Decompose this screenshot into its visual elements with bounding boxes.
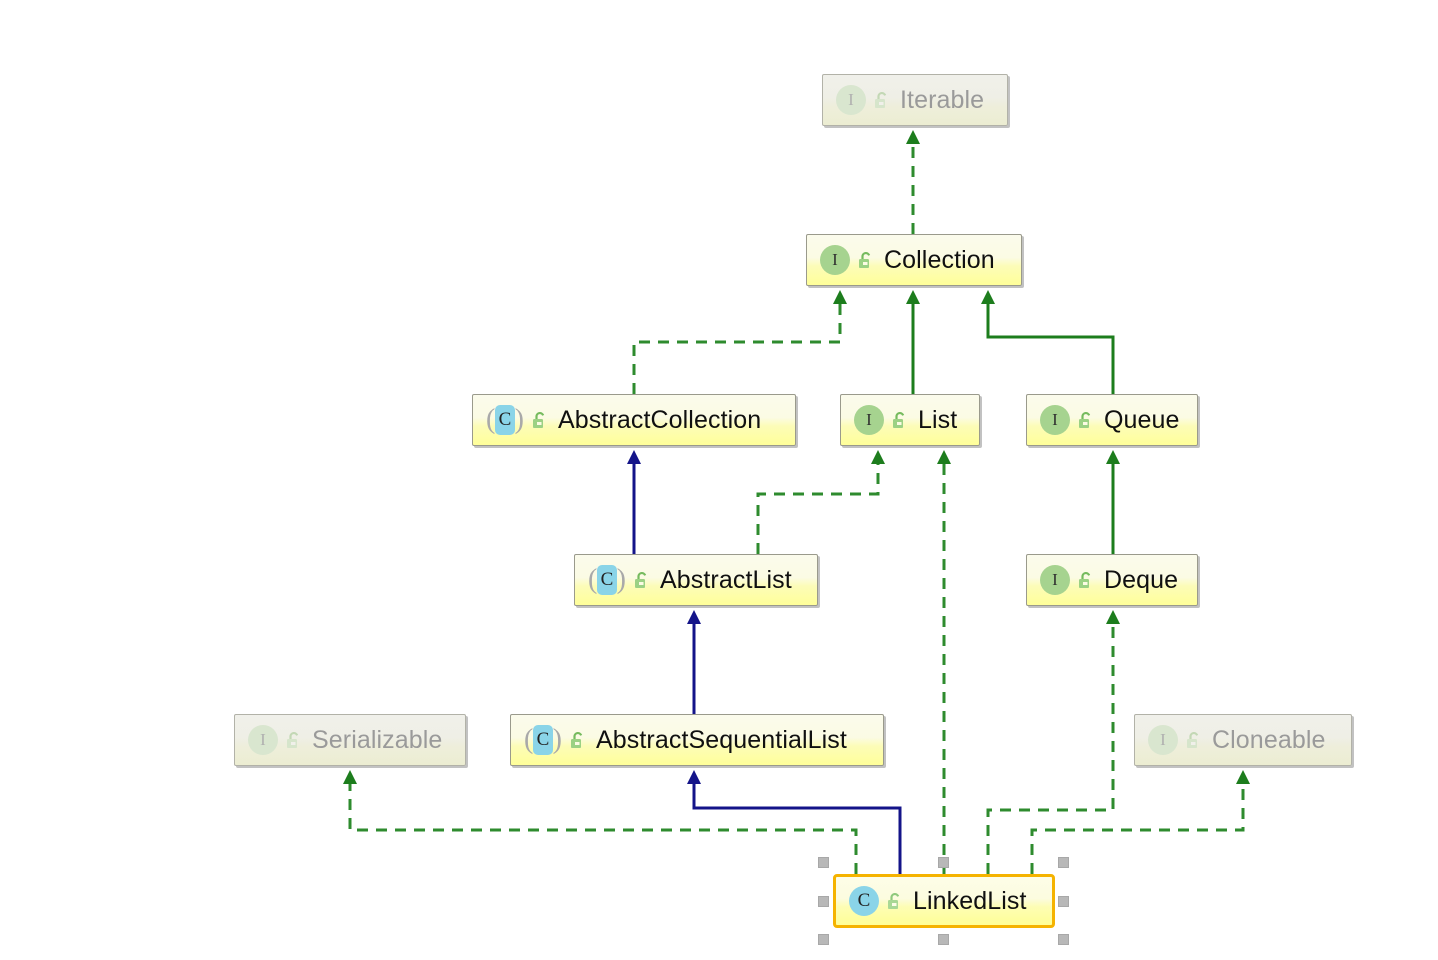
- interface-icon: I: [1040, 405, 1095, 435]
- abstract-paren-right: ): [514, 404, 524, 435]
- abstract-class-glyph: ( C ): [524, 725, 562, 755]
- abstract-class-glyph: ( C ): [486, 405, 524, 435]
- selection-handle-s[interactable]: [938, 934, 949, 945]
- unlock-icon: [287, 731, 299, 748]
- unlock-icon: [888, 892, 900, 909]
- class-node-label: AbstractCollection: [558, 405, 762, 434]
- class-node-list[interactable]: I List: [840, 394, 980, 446]
- class-node-collection[interactable]: I Collection: [806, 234, 1022, 286]
- unlock-icon: [859, 251, 871, 268]
- unlock-icon: [1187, 731, 1199, 748]
- unlock-icon: [893, 411, 905, 428]
- abstract-class-icon-letter: C: [597, 565, 617, 595]
- interface-icon-letter: I: [1040, 565, 1070, 595]
- class-node-label: Iterable: [900, 85, 985, 114]
- class-node-queue[interactable]: I Queue: [1026, 394, 1198, 446]
- unlock-icon: [1079, 411, 1091, 428]
- abstract-class-icon-letter: C: [533, 725, 553, 755]
- abstract-class-icon: ( C ): [524, 725, 587, 755]
- edge-abstractcollection-implements-collection: [632, 290, 847, 394]
- class-node-abstractlist[interactable]: ( C ) AbstractList: [574, 554, 818, 606]
- selection-handle-e[interactable]: [1058, 896, 1069, 907]
- class-node-label: Deque: [1104, 565, 1179, 594]
- selection-handle-ne[interactable]: [1058, 857, 1069, 868]
- class-node-cloneable[interactable]: I Cloneable: [1134, 714, 1352, 766]
- class-icon: C: [849, 886, 904, 916]
- abstract-class-icon-letter: C: [495, 405, 515, 435]
- selection-handle-w[interactable]: [818, 896, 829, 907]
- unlock-icon: [533, 411, 545, 428]
- class-node-abstractcollection[interactable]: ( C ) AbstractCollection: [472, 394, 796, 446]
- class-node-linkedlist[interactable]: C LinkedList: [833, 874, 1055, 928]
- selection-handle-se[interactable]: [1058, 934, 1069, 945]
- selection-handle-n[interactable]: [938, 857, 949, 868]
- class-node-label: Serializable: [312, 725, 443, 754]
- abstract-class-glyph: ( C ): [588, 565, 626, 595]
- class-node-label: AbstractSequentialList: [596, 725, 847, 754]
- interface-icon-letter: I: [854, 405, 884, 435]
- interface-icon-letter: I: [820, 245, 850, 275]
- abstract-paren-right: ): [552, 724, 562, 755]
- selection-handle-sw[interactable]: [818, 934, 829, 945]
- interface-icon: I: [1148, 725, 1203, 755]
- edge-linkedlist-implements-serializable: [343, 770, 858, 874]
- interface-icon-letter: I: [836, 85, 866, 115]
- class-node-abstractsequentiallist[interactable]: ( C ) AbstractSequentialList: [510, 714, 884, 766]
- unlock-icon: [635, 571, 647, 588]
- abstract-paren-right: ): [616, 564, 626, 595]
- unlock-icon: [571, 731, 583, 748]
- interface-icon-letter: I: [1040, 405, 1070, 435]
- interface-icon: I: [248, 725, 303, 755]
- abstract-class-icon: ( C ): [486, 405, 549, 435]
- unlock-icon: [875, 91, 887, 108]
- class-node-label: Queue: [1104, 405, 1180, 434]
- abstract-paren-left: (: [524, 724, 534, 755]
- class-glyph: C: [849, 886, 879, 916]
- class-node-label: Cloneable: [1212, 725, 1326, 754]
- interface-icon-letter: I: [1148, 725, 1178, 755]
- class-node-label: List: [918, 405, 958, 434]
- unlock-icon: [1079, 571, 1091, 588]
- interface-icon: I: [1040, 565, 1095, 595]
- abstract-paren-left: (: [486, 404, 496, 435]
- interface-icon: I: [836, 85, 891, 115]
- edge-queue-extends-collection: [981, 290, 1115, 394]
- interface-icon: I: [820, 245, 875, 275]
- class-node-serializable[interactable]: I Serializable: [234, 714, 466, 766]
- edge-abstractlist-implements-list: [756, 450, 885, 554]
- abstract-class-icon: ( C ): [588, 565, 651, 595]
- edge-linkedlist-extends-abstractsequentiallist: [687, 770, 902, 874]
- class-node-label: LinkedList: [913, 886, 1027, 915]
- interface-icon: I: [854, 405, 909, 435]
- edge-linkedlist-implements-deque: [986, 610, 1120, 874]
- class-node-iterable[interactable]: I Iterable: [822, 74, 1008, 126]
- class-node-label: AbstractList: [660, 565, 792, 594]
- selection-handle-nw[interactable]: [818, 857, 829, 868]
- class-node-deque[interactable]: I Deque: [1026, 554, 1198, 606]
- class-icon-letter: C: [849, 886, 879, 916]
- abstract-paren-left: (: [588, 564, 598, 595]
- class-node-label: Collection: [884, 245, 995, 274]
- interface-icon-letter: I: [248, 725, 278, 755]
